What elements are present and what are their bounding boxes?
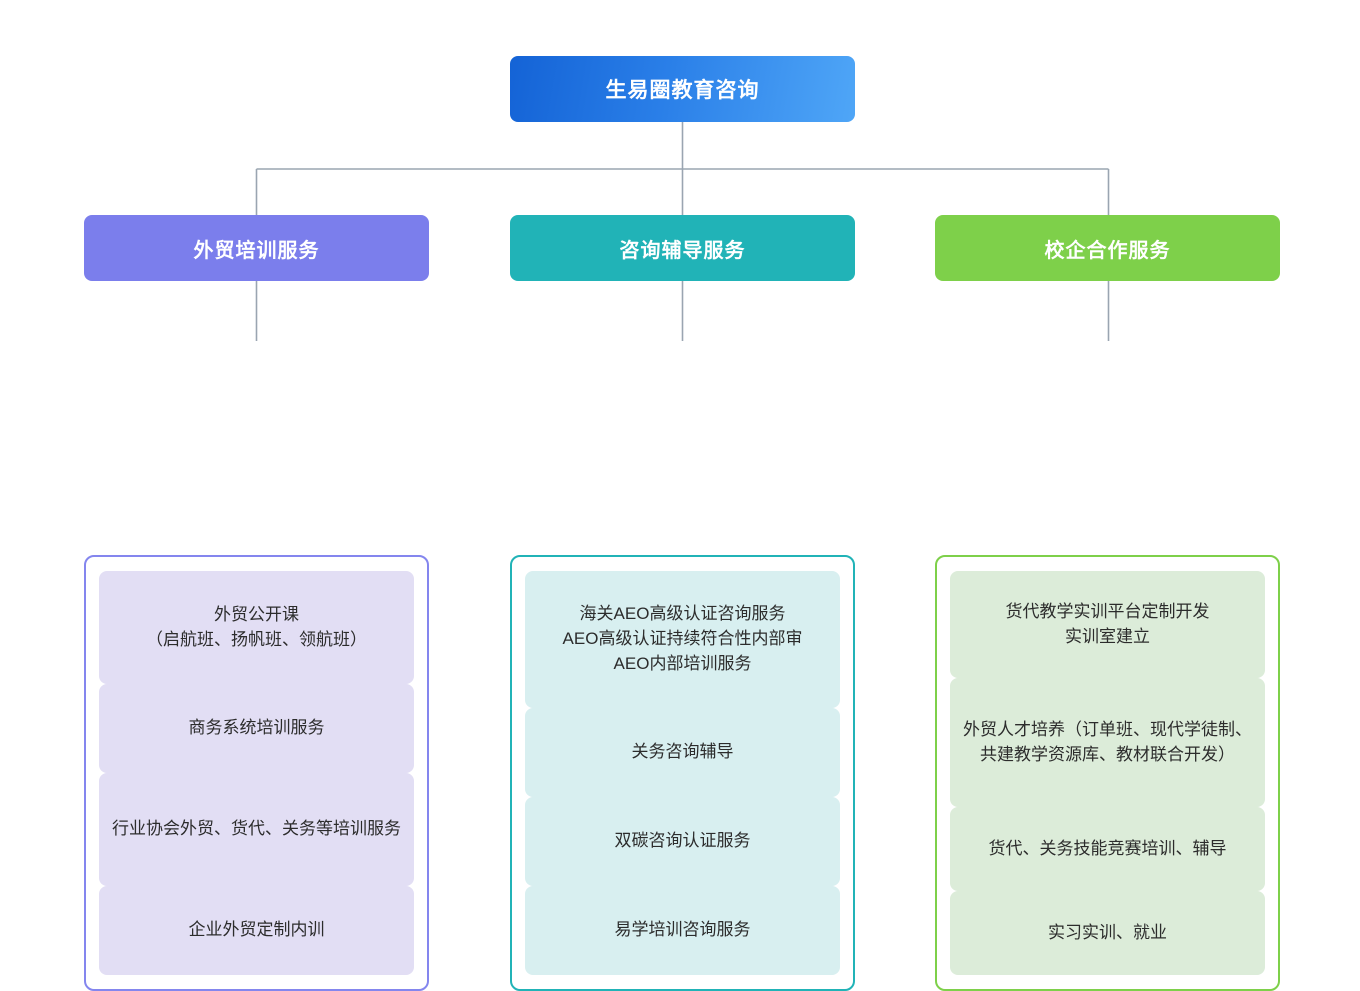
list-item[interactable]: 货代教学实训平台定制开发 实训室建立 bbox=[950, 571, 1265, 679]
category-header-label-1: 咨询辅导服务 bbox=[619, 239, 746, 262]
item-container-2: 货代教学实训平台定制开发 实训室建立 外贸人才培养（订单班、现代学徒制、共建教学… bbox=[935, 555, 1280, 991]
column-consulting-guidance: 咨询辅导服务 海关AEO高级认证咨询服务 AEO高级认证持续符合性内部审 AEO… bbox=[510, 215, 855, 991]
list-item[interactable]: 外贸人才培养（订单班、现代学徒制、共建教学资源库、教材联合开发） bbox=[950, 678, 1265, 807]
org-chart-canvas: 生易圈教育咨询 外贸培训服务 外贸公开课 （启航班、扬帆班、领航班） 商务系统培… bbox=[84, 56, 1280, 991]
list-item[interactable]: 双碳咨询认证服务 bbox=[525, 796, 840, 886]
category-header-0[interactable]: 外贸培训服务 bbox=[84, 215, 429, 281]
list-item[interactable]: 易学培训咨询服务 bbox=[525, 885, 840, 976]
root-node-label: 生易圈教育咨询 bbox=[605, 79, 760, 102]
list-item[interactable]: 企业外贸定制内训 bbox=[99, 886, 414, 975]
list-item[interactable]: 商务系统培训服务 bbox=[99, 684, 414, 773]
category-header-2[interactable]: 校企合作服务 bbox=[935, 215, 1280, 281]
column-outbound-trade-training: 外贸培训服务 外贸公开课 （启航班、扬帆班、领航班） 商务系统培训服务 行业协会… bbox=[84, 215, 429, 991]
item-container-1: 海关AEO高级认证咨询服务 AEO高级认证持续符合性内部审 AEO内部培训服务 … bbox=[510, 555, 855, 991]
category-header-1[interactable]: 咨询辅导服务 bbox=[510, 215, 855, 281]
list-item[interactable]: 行业协会外贸、货代、关务等培训服务 bbox=[99, 773, 414, 887]
list-item[interactable]: 实习实训、就业 bbox=[950, 890, 1265, 975]
list-item[interactable]: 关务咨询辅导 bbox=[525, 707, 840, 797]
category-header-label-2: 校企合作服务 bbox=[1044, 239, 1171, 262]
list-item[interactable]: 货代、关务技能竞赛培训、辅导 bbox=[950, 806, 1265, 891]
category-header-label-0: 外贸培训服务 bbox=[193, 239, 320, 262]
column-school-enterprise-cooperation: 校企合作服务 货代教学实训平台定制开发 实训室建立 外贸人才培养（订单班、现代学… bbox=[935, 215, 1280, 991]
item-container-0: 外贸公开课 （启航班、扬帆班、领航班） 商务系统培训服务 行业协会外贸、货代、关… bbox=[84, 555, 429, 991]
list-item[interactable]: 海关AEO高级认证咨询服务 AEO高级认证持续符合性内部审 AEO内部培训服务 bbox=[525, 571, 840, 708]
list-item[interactable]: 外贸公开课 （启航班、扬帆班、领航班） bbox=[99, 571, 414, 685]
root-node[interactable]: 生易圈教育咨询 bbox=[510, 56, 855, 122]
